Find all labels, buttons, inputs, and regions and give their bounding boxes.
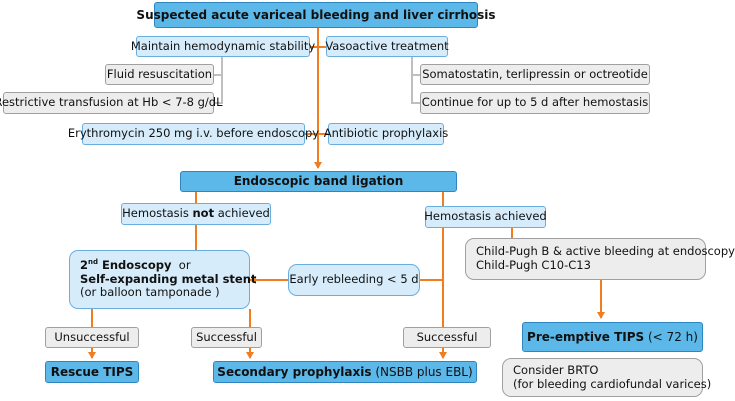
secondary-prophylaxis-node: Secondary prophylaxis (NSBB plus EBL) <box>213 361 477 383</box>
successful-left-node: Successful <box>191 327 262 348</box>
preemptive-tips-node: Pre-emptive TIPS (< 72 h) <box>522 322 703 352</box>
ebl-node: Endoscopic band ligation <box>180 171 457 192</box>
fluid-node: Fluid resuscitation <box>105 64 214 85</box>
successful-right-text: Successful <box>416 329 478 344</box>
second-endoscopy-line3: (or balloon tamponade ) <box>80 285 220 300</box>
title-node: Suspected acute variceal bleeding and li… <box>136 2 496 28</box>
fluid-text: Fluid resuscitation <box>106 66 213 81</box>
second-endoscopy-node: 2nd Endoscopy or Self-expanding metal st… <box>69 250 256 309</box>
continue-text: Continue for up to 5 d after hemostasis <box>421 95 649 110</box>
second-endoscopy-line1: 2nd Endoscopy or <box>80 257 191 272</box>
brto-line1: Consider BRTO <box>513 362 599 377</box>
vasoactive-node: Vasoactive treatment <box>325 36 449 57</box>
antibiotic-text: Antibiotic prophylaxis <box>323 126 449 141</box>
brto-line2: (for bleeding cardiofundal varices) <box>513 376 712 391</box>
secondary-prophylaxis-text: Secondary prophylaxis (NSBB plus EBL) <box>217 364 473 379</box>
hemostasis-ok-node: Hemostasis achieved <box>424 206 547 228</box>
early-rebleed-text: Early rebleeding < 5 d <box>289 272 419 287</box>
brto-node: Consider BRTO (for bleeding cardiofundal… <box>502 358 711 397</box>
unsuccessful-text: Unsuccessful <box>54 329 130 344</box>
successful-left-text: Successful <box>196 329 257 344</box>
successful-right-node: Successful <box>403 327 491 348</box>
child-pugh-line1: Child-Pugh B & active bleeding at endosc… <box>476 244 735 259</box>
child-pugh-line2: Child-Pugh C10-C13 <box>476 258 591 272</box>
title-text: Suspected acute variceal bleeding and li… <box>136 7 496 22</box>
erythromycin-text: Erythromycin 250 mg i.v. before endoscop… <box>67 126 320 141</box>
child-pugh-node: Child-Pugh B & active bleeding at endosc… <box>465 238 735 280</box>
unsuccessful-node: Unsuccessful <box>45 327 139 348</box>
early-rebleed-node: Early rebleeding < 5 d <box>288 264 420 296</box>
right-gray-bracket <box>411 57 420 104</box>
ebl-text: Endoscopic band ligation <box>233 174 404 189</box>
hemo-stability-text: Maintain hemodynamic stability <box>130 38 316 53</box>
vasoactive-text: Vasoactive treatment <box>325 38 449 53</box>
hemostasis-not-node: Hemostasis not achieved <box>121 203 271 225</box>
preemptive-tips-text: Pre-emptive TIPS (< 72 h) <box>527 329 698 344</box>
somatostatin-text: Somatostatin, terlipressin or octreotide <box>422 66 648 81</box>
hemostasis-ok-text: Hemostasis achieved <box>424 209 547 224</box>
hemostasis-not-text: Hemostasis not achieved <box>122 206 270 221</box>
connectors <box>88 28 605 359</box>
somatostatin-node: Somatostatin, terlipressin or octreotide <box>420 64 650 85</box>
antibiotic-node: Antibiotic prophylaxis <box>324 123 448 145</box>
left-gray-bracket <box>214 57 223 104</box>
rescue-tips-node: Rescue TIPS <box>45 361 139 383</box>
continue-node: Continue for up to 5 d after hemostasis <box>420 92 650 114</box>
erythromycin-node: Erythromycin 250 mg i.v. before endoscop… <box>68 123 319 145</box>
second-endoscopy-line2: Self-expanding metal stent <box>80 271 257 286</box>
rescue-tips-text: Rescue TIPS <box>50 364 134 379</box>
hemo-stability-node: Maintain hemodynamic stability <box>131 36 315 57</box>
transfusion-text: Restrictive transfusion at Hb < 7-8 g/dL <box>0 95 223 110</box>
transfusion-node: Restrictive transfusion at Hb < 7-8 g/dL <box>0 92 223 114</box>
